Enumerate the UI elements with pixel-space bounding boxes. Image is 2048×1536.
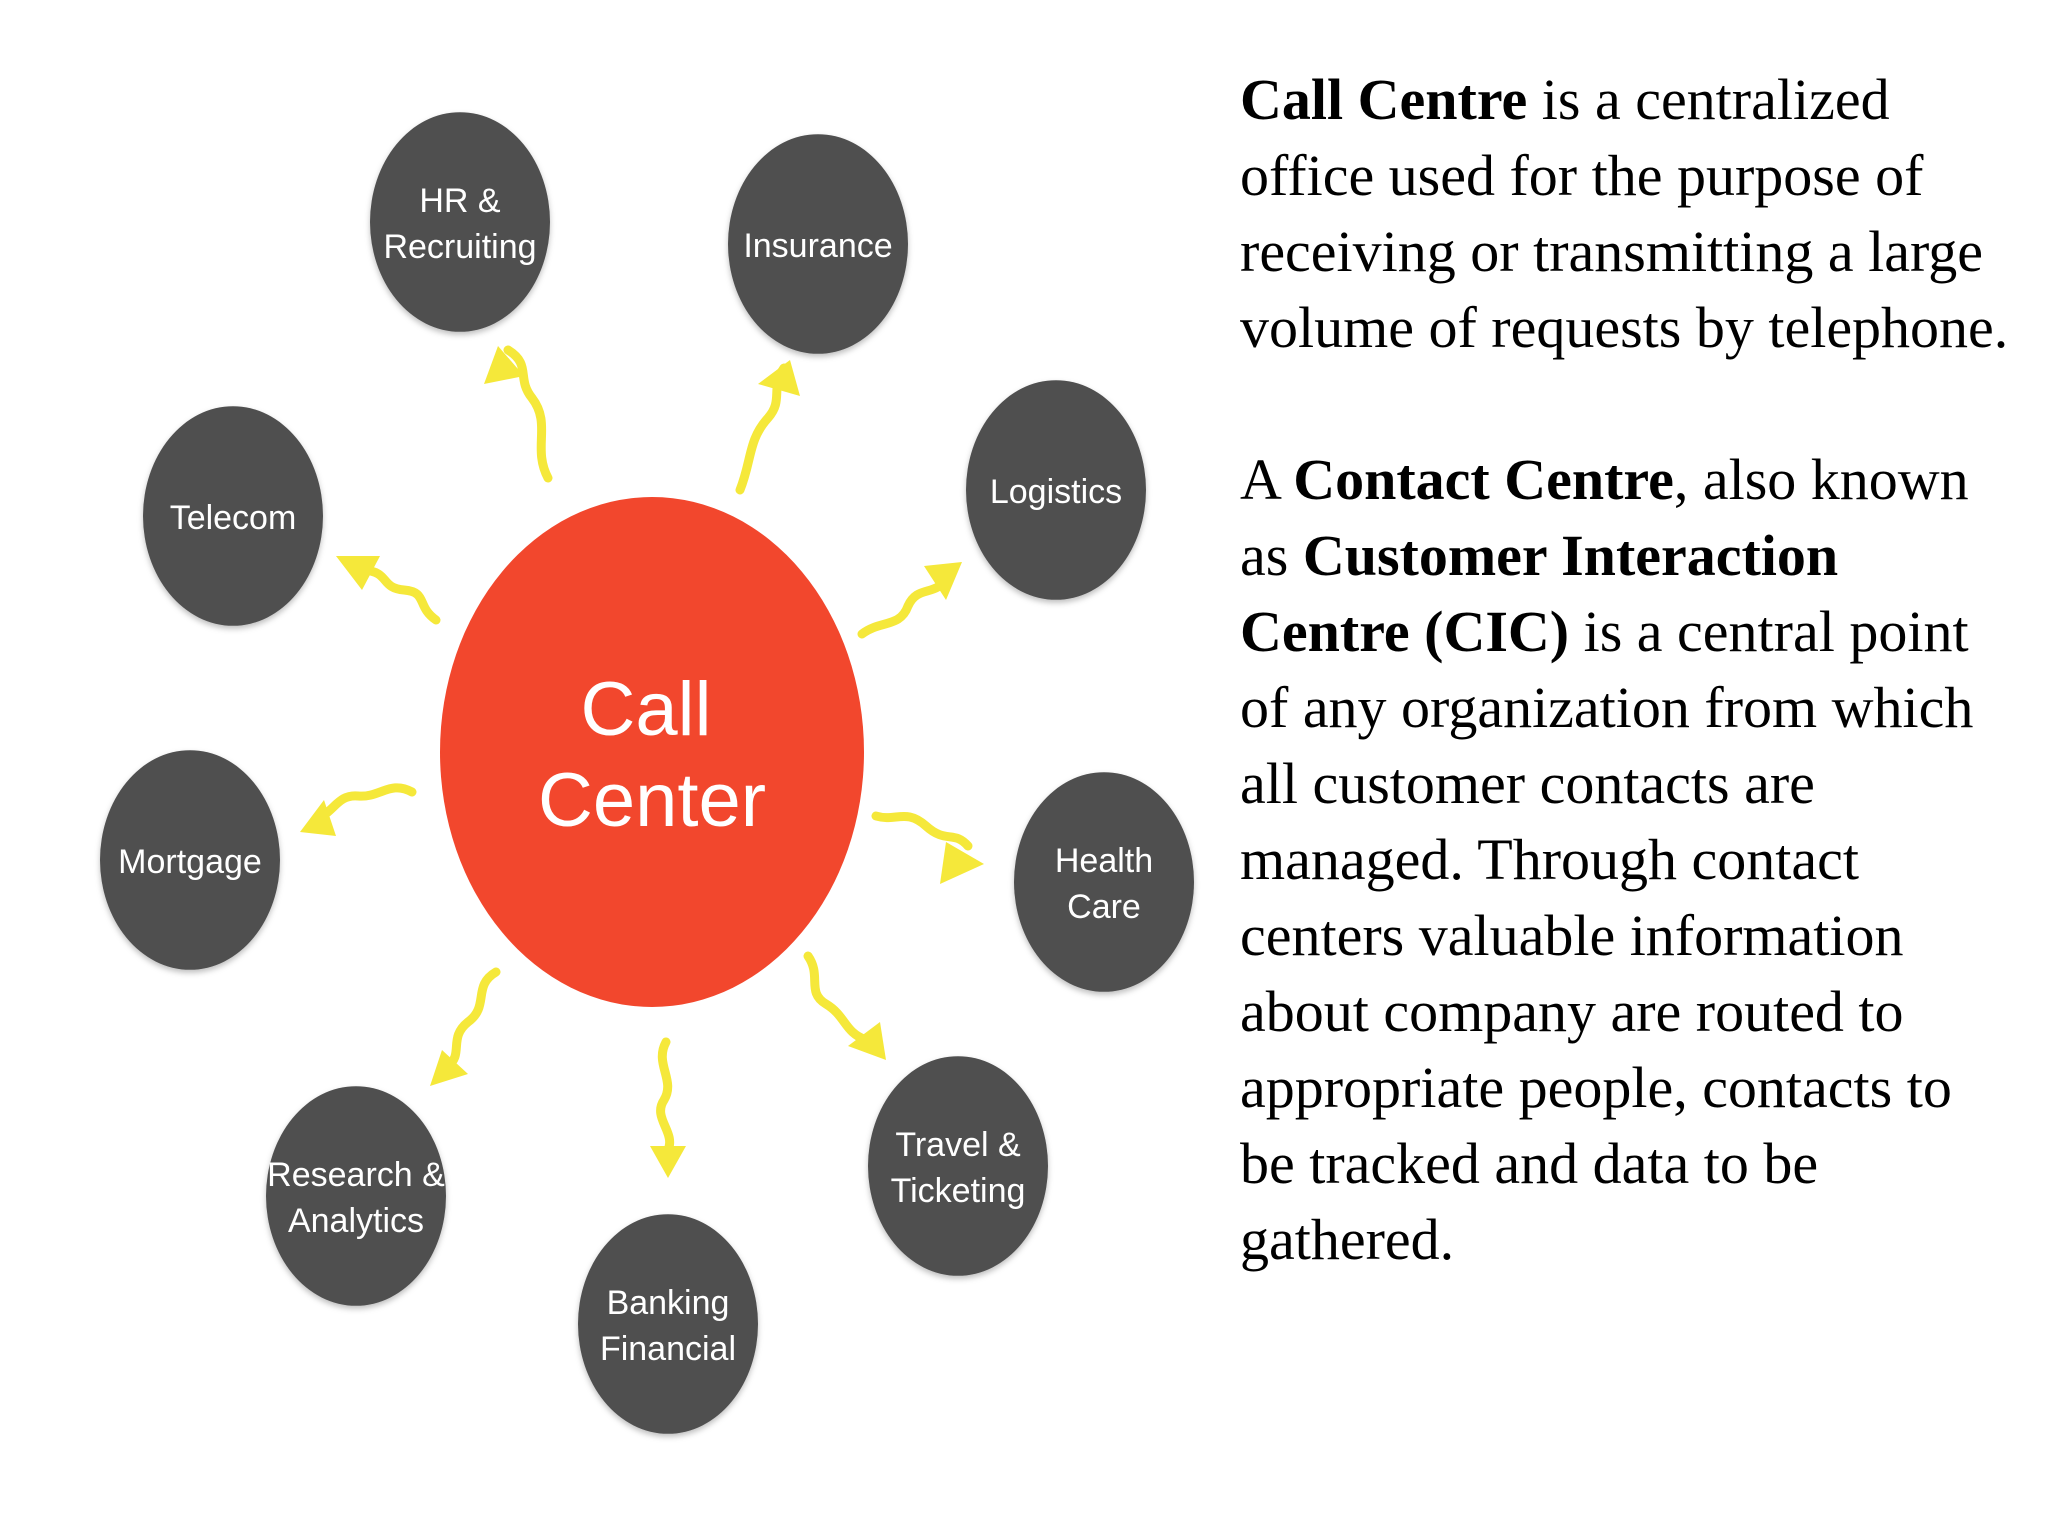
node-circle-hr-recruiting — [370, 112, 550, 332]
arrow-to-research-analytics — [443, 967, 501, 1071]
node-label-mortgage-1: Mortgage — [118, 843, 262, 881]
arrow-to-logistics — [857, 571, 953, 639]
node-label-health-care-1: Health — [1055, 842, 1153, 880]
contact-centre-definition: is a central point of any organization f… — [1240, 599, 1974, 1272]
cic-term: Customer Interaction Centre (CIC) — [1240, 523, 1839, 664]
arrowhead-logistics — [924, 562, 962, 600]
hub-ellipse — [440, 497, 864, 1007]
node-circle-banking-financial — [578, 1214, 758, 1434]
node-insurance: Insurance — [728, 134, 908, 354]
arrowhead-banking-financial — [650, 1146, 686, 1178]
node-telecom: Telecom — [143, 406, 323, 626]
arrow-to-mortgage — [313, 783, 417, 823]
arrowhead-travel-ticketing — [848, 1022, 886, 1060]
node-circle-logistics — [966, 380, 1146, 600]
node-label-banking-financial-2: Financial — [600, 1330, 736, 1368]
node-label-banking-financial-1: Banking — [607, 1284, 730, 1322]
contact-centre-term: Contact Centre — [1293, 447, 1674, 512]
hub-circle: Call Center — [440, 497, 864, 1007]
node-hr-recruiting: HR & Recruiting — [370, 112, 550, 332]
arrow-to-hr-recruiting — [503, 345, 553, 483]
paragraph-gap — [1240, 366, 2020, 442]
call-centre-paragraph: Call Centre is a centralized office used… — [1240, 62, 2020, 366]
node-label-research-analytics-2: Analytics — [288, 1202, 424, 1240]
node-logistics: Logistics — [966, 380, 1146, 600]
hub-label-line-2: Center — [538, 758, 766, 843]
arrowhead-telecom — [336, 556, 380, 590]
arrow-to-travel-ticketing — [803, 951, 871, 1045]
node-label-hr-recruiting-1: HR & — [419, 182, 501, 220]
node-label-insurance-1: Insurance — [743, 227, 892, 265]
call-centre-definition: is a centralized office used for the pur… — [1240, 67, 2009, 360]
arrowhead-hr-recruiting — [484, 346, 524, 384]
arrows-layer — [300, 345, 984, 1178]
node-travel-ticketing: Travel & Ticketing — [868, 1056, 1048, 1276]
node-research-analytics: Research & Analytics — [266, 1086, 446, 1306]
contact-centre-article: A — [1240, 447, 1294, 512]
node-circle-mortgage — [100, 750, 280, 970]
contact-centre-aka: , also known as — [1240, 447, 1969, 588]
node-label-travel-ticketing-2: Ticketing — [891, 1172, 1026, 1210]
node-label-health-care-2: Care — [1067, 888, 1141, 926]
node-label-logistics-1: Logistics — [990, 473, 1122, 511]
node-circle-health-care — [1014, 772, 1194, 992]
arrowhead-mortgage — [300, 800, 336, 836]
contact-centre-paragraph: A Contact Centre, also known as Customer… — [1240, 442, 2020, 1278]
node-label-research-analytics-1: Research & — [267, 1156, 445, 1194]
hub-label-line-1: Call — [581, 667, 712, 752]
node-label-hr-recruiting-2: Recruiting — [383, 228, 536, 266]
node-circle-telecom — [143, 406, 323, 626]
arrow-to-telecom — [359, 565, 441, 625]
arrow-to-health-care — [871, 811, 973, 851]
node-circle-travel-ticketing — [868, 1056, 1048, 1276]
arrowhead-insurance — [758, 360, 800, 396]
node-label-telecom-1: Telecom — [170, 499, 297, 537]
node-circle-research-analytics — [266, 1086, 446, 1306]
node-label-travel-ticketing-1: Travel & — [895, 1126, 1021, 1164]
arrowhead-health-care — [940, 842, 984, 884]
description-text: Call Centre is a centralized office used… — [1240, 62, 2020, 1278]
node-mortgage: Mortgage — [100, 750, 280, 970]
node-circle-insurance — [728, 134, 908, 354]
arrowhead-research-analytics — [430, 1050, 468, 1086]
call-centre-term: Call Centre — [1240, 67, 1528, 132]
arrow-to-banking-financial — [656, 1037, 675, 1155]
